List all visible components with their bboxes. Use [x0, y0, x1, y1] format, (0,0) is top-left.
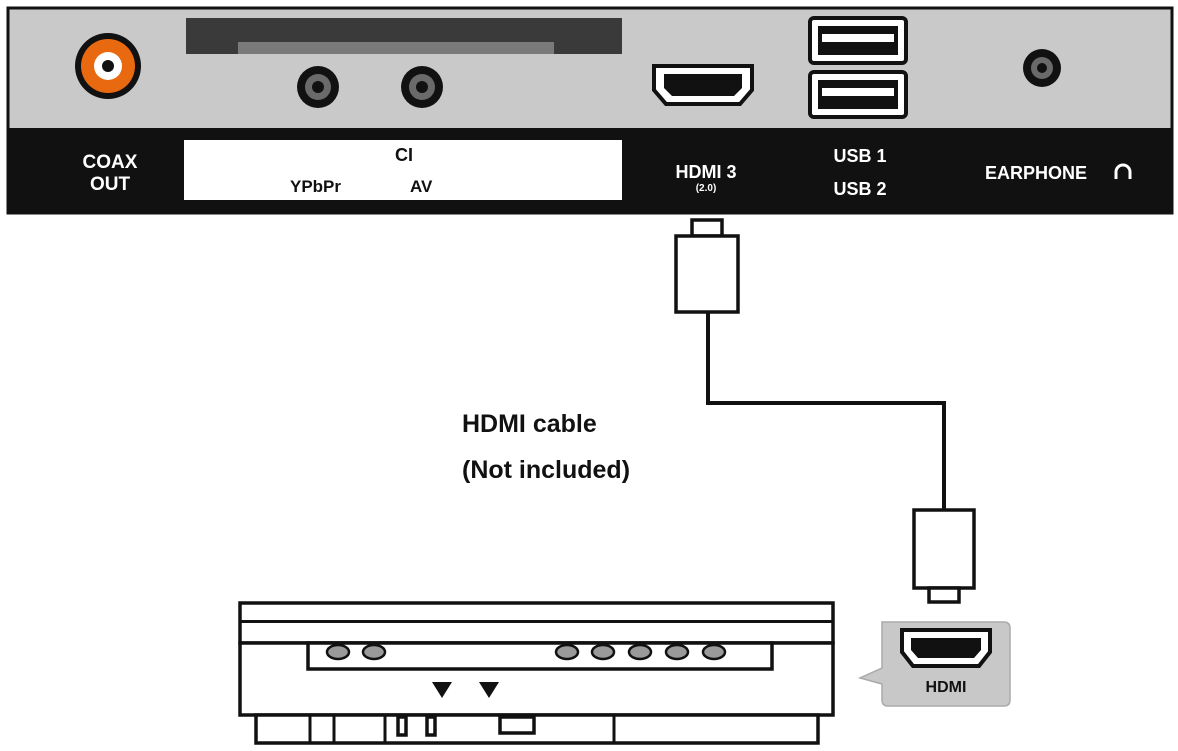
cable-plug-bottom	[912, 508, 976, 604]
usb1-label: USB 1	[833, 146, 887, 166]
ci-label: CI	[395, 145, 413, 165]
hdmi3-version-text: (2.0)	[695, 183, 717, 194]
coax-out-label: COAX OUT	[74, 152, 146, 196]
hdmi-callout	[857, 621, 1011, 707]
ci-slot-icon	[186, 18, 622, 54]
ypbpr-label: YPbPr	[290, 177, 342, 196]
coax-label-line2: OUT	[89, 174, 131, 195]
cable-wire	[706, 312, 946, 510]
ypbpr-jack-icon	[297, 66, 339, 108]
device-hdmi-label: HDMI	[925, 679, 967, 696]
coax-label-line1: COAX	[82, 152, 138, 173]
external-device	[238, 601, 835, 745]
ci-label-box	[184, 140, 622, 200]
device-base	[254, 713, 820, 745]
headphone-icon	[1114, 163, 1132, 179]
hdmi-cable	[674, 218, 976, 604]
tv-back-panel	[6, 6, 1174, 215]
coax-out-jack-icon	[75, 33, 141, 99]
hdmi3-label: HDMI 3 (2.0)	[656, 163, 756, 194]
earphone-jack-icon	[1023, 49, 1061, 87]
usb2-port-icon	[808, 70, 908, 119]
av-jack-icon	[401, 66, 443, 108]
cable-caption-line1: HDMI cable	[462, 410, 597, 438]
usb2-label: USB 2	[833, 179, 887, 199]
usb1-port-icon	[808, 16, 908, 65]
device-hdmi-port-icon	[900, 628, 992, 668]
cable-caption-line2: (Not included)	[462, 456, 631, 484]
cable-plug-top	[674, 218, 740, 314]
device-indicator-lights	[325, 643, 727, 661]
av-label: AV	[410, 177, 433, 196]
hdmi3-label-text: HDMI 3	[675, 162, 737, 182]
hdmi3-port-icon	[652, 64, 754, 106]
earphone-label: EARPHONE	[985, 163, 1088, 183]
triangle-down-icon	[432, 682, 499, 698]
